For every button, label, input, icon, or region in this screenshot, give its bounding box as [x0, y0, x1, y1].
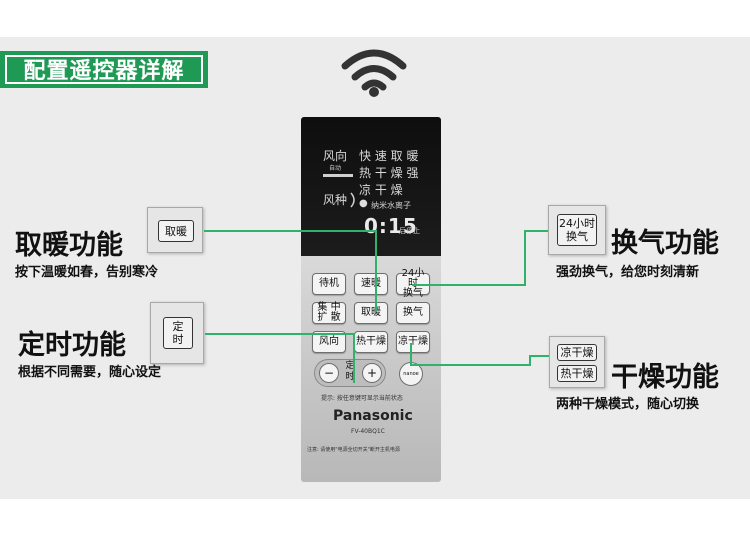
diffuse-button[interactable]: 集 中 扩 散 — [312, 302, 346, 324]
lcd-wind-type: 风种 — [323, 193, 348, 207]
vent-button[interactable]: 换气 — [396, 302, 430, 324]
timer-leader-v — [353, 333, 355, 383]
lcd-mode-row2: 热 干 燥 强 — [359, 166, 419, 180]
timer-plus-button[interactable]: + — [362, 363, 382, 383]
lcd-off-label: 后停止 — [399, 227, 420, 235]
cool-dry-key-sample: 凉干燥 — [557, 344, 597, 361]
lcd-wind-bar — [323, 174, 353, 177]
drying-title: 干燥功能 — [611, 362, 719, 393]
heating-key-sample: 取暖 — [158, 220, 194, 242]
lcd-screen: 风向 自动 风种 快 速 取 暖 热 干 燥 强 凉 干 燥 ● 纳米水离子 0… — [301, 117, 441, 256]
hot-dry-button[interactable]: 热干燥 — [354, 331, 388, 353]
ventilation-leader-bottom — [412, 284, 526, 286]
lcd-nano: 纳米水离子 — [371, 201, 411, 210]
timer-minus-button[interactable]: − — [319, 363, 339, 383]
ventilation-key-sample: 24小时 换气 — [557, 214, 597, 246]
drying-leader-top — [529, 355, 549, 357]
timer-callout: 定 时 — [150, 302, 204, 364]
timer-leader-h — [205, 333, 354, 335]
wind-direction-button[interactable]: 风向 — [312, 331, 346, 353]
wifi-icon — [341, 49, 407, 97]
ventilation-leader-v — [524, 230, 526, 285]
timer-desc: 根据不同需要，随心设定 — [18, 365, 162, 380]
model-number: FV-40BQ1C — [351, 428, 385, 435]
ventilation-callout: 24小时 换气 — [548, 205, 606, 255]
remote-hint: 提示: 按任意键可显示当前状态 — [321, 395, 403, 402]
drying-leader-drop — [410, 343, 412, 366]
power-note: 注意: 请使用"电源全切开关"断开主机电源 — [307, 447, 400, 453]
lcd-mode-row3: 凉 干 燥 — [359, 183, 403, 197]
timer-label: 定 时 — [345, 361, 355, 382]
heating-callout: 取暖 — [147, 207, 203, 253]
timer-key-sample: 定 时 — [163, 317, 193, 349]
hot-dry-key-sample: 热干燥 — [557, 365, 597, 382]
remote-control: 风向 自动 风种 快 速 取 暖 热 干 燥 强 凉 干 燥 ● 纳米水离子 0… — [301, 117, 441, 482]
ventilation-title: 换气功能 — [611, 228, 719, 259]
heating-leader-h — [204, 230, 376, 232]
ventilation-desc: 强劲换气，给您时刻清新 — [556, 265, 700, 280]
standby-button[interactable]: 待机 — [312, 273, 346, 295]
lcd-time: 0:15 — [364, 214, 418, 238]
heating-leader-v — [375, 230, 377, 312]
heating-desc: 按下温暖如春，告别寒冷 — [15, 265, 159, 280]
drying-leader-v — [529, 355, 531, 366]
drying-desc: 两种干燥模式，随心切换 — [556, 397, 700, 412]
heat-button[interactable]: 取暖 — [354, 302, 388, 324]
timer-title: 定时功能 — [18, 330, 126, 361]
remote-face: 待机 速暖 24小时 换气 集 中 扩 散 取暖 换气 风向 热干燥 凉干燥 −… — [301, 256, 441, 482]
ventilation-leader-top — [524, 230, 548, 232]
nano-icon: ● — [359, 198, 368, 209]
heating-title: 取暖功能 — [15, 230, 123, 261]
lcd-auto: 自动 — [329, 165, 342, 172]
lcd-wind-direction: 风向 — [323, 149, 348, 163]
wind-wave-icon — [350, 192, 355, 208]
cool-dry-button[interactable]: 凉干燥 — [396, 331, 430, 353]
page-title: 配置遥控器详解 — [5, 55, 203, 84]
quick-heat-button[interactable]: 速暖 — [354, 273, 388, 295]
lcd-mode-row1: 快 速 取 暖 — [359, 149, 419, 163]
brand-logo: Panasonic — [333, 408, 413, 424]
drying-leader-bottom — [410, 364, 531, 366]
drying-callout: 凉干燥 热干燥 — [549, 336, 605, 388]
